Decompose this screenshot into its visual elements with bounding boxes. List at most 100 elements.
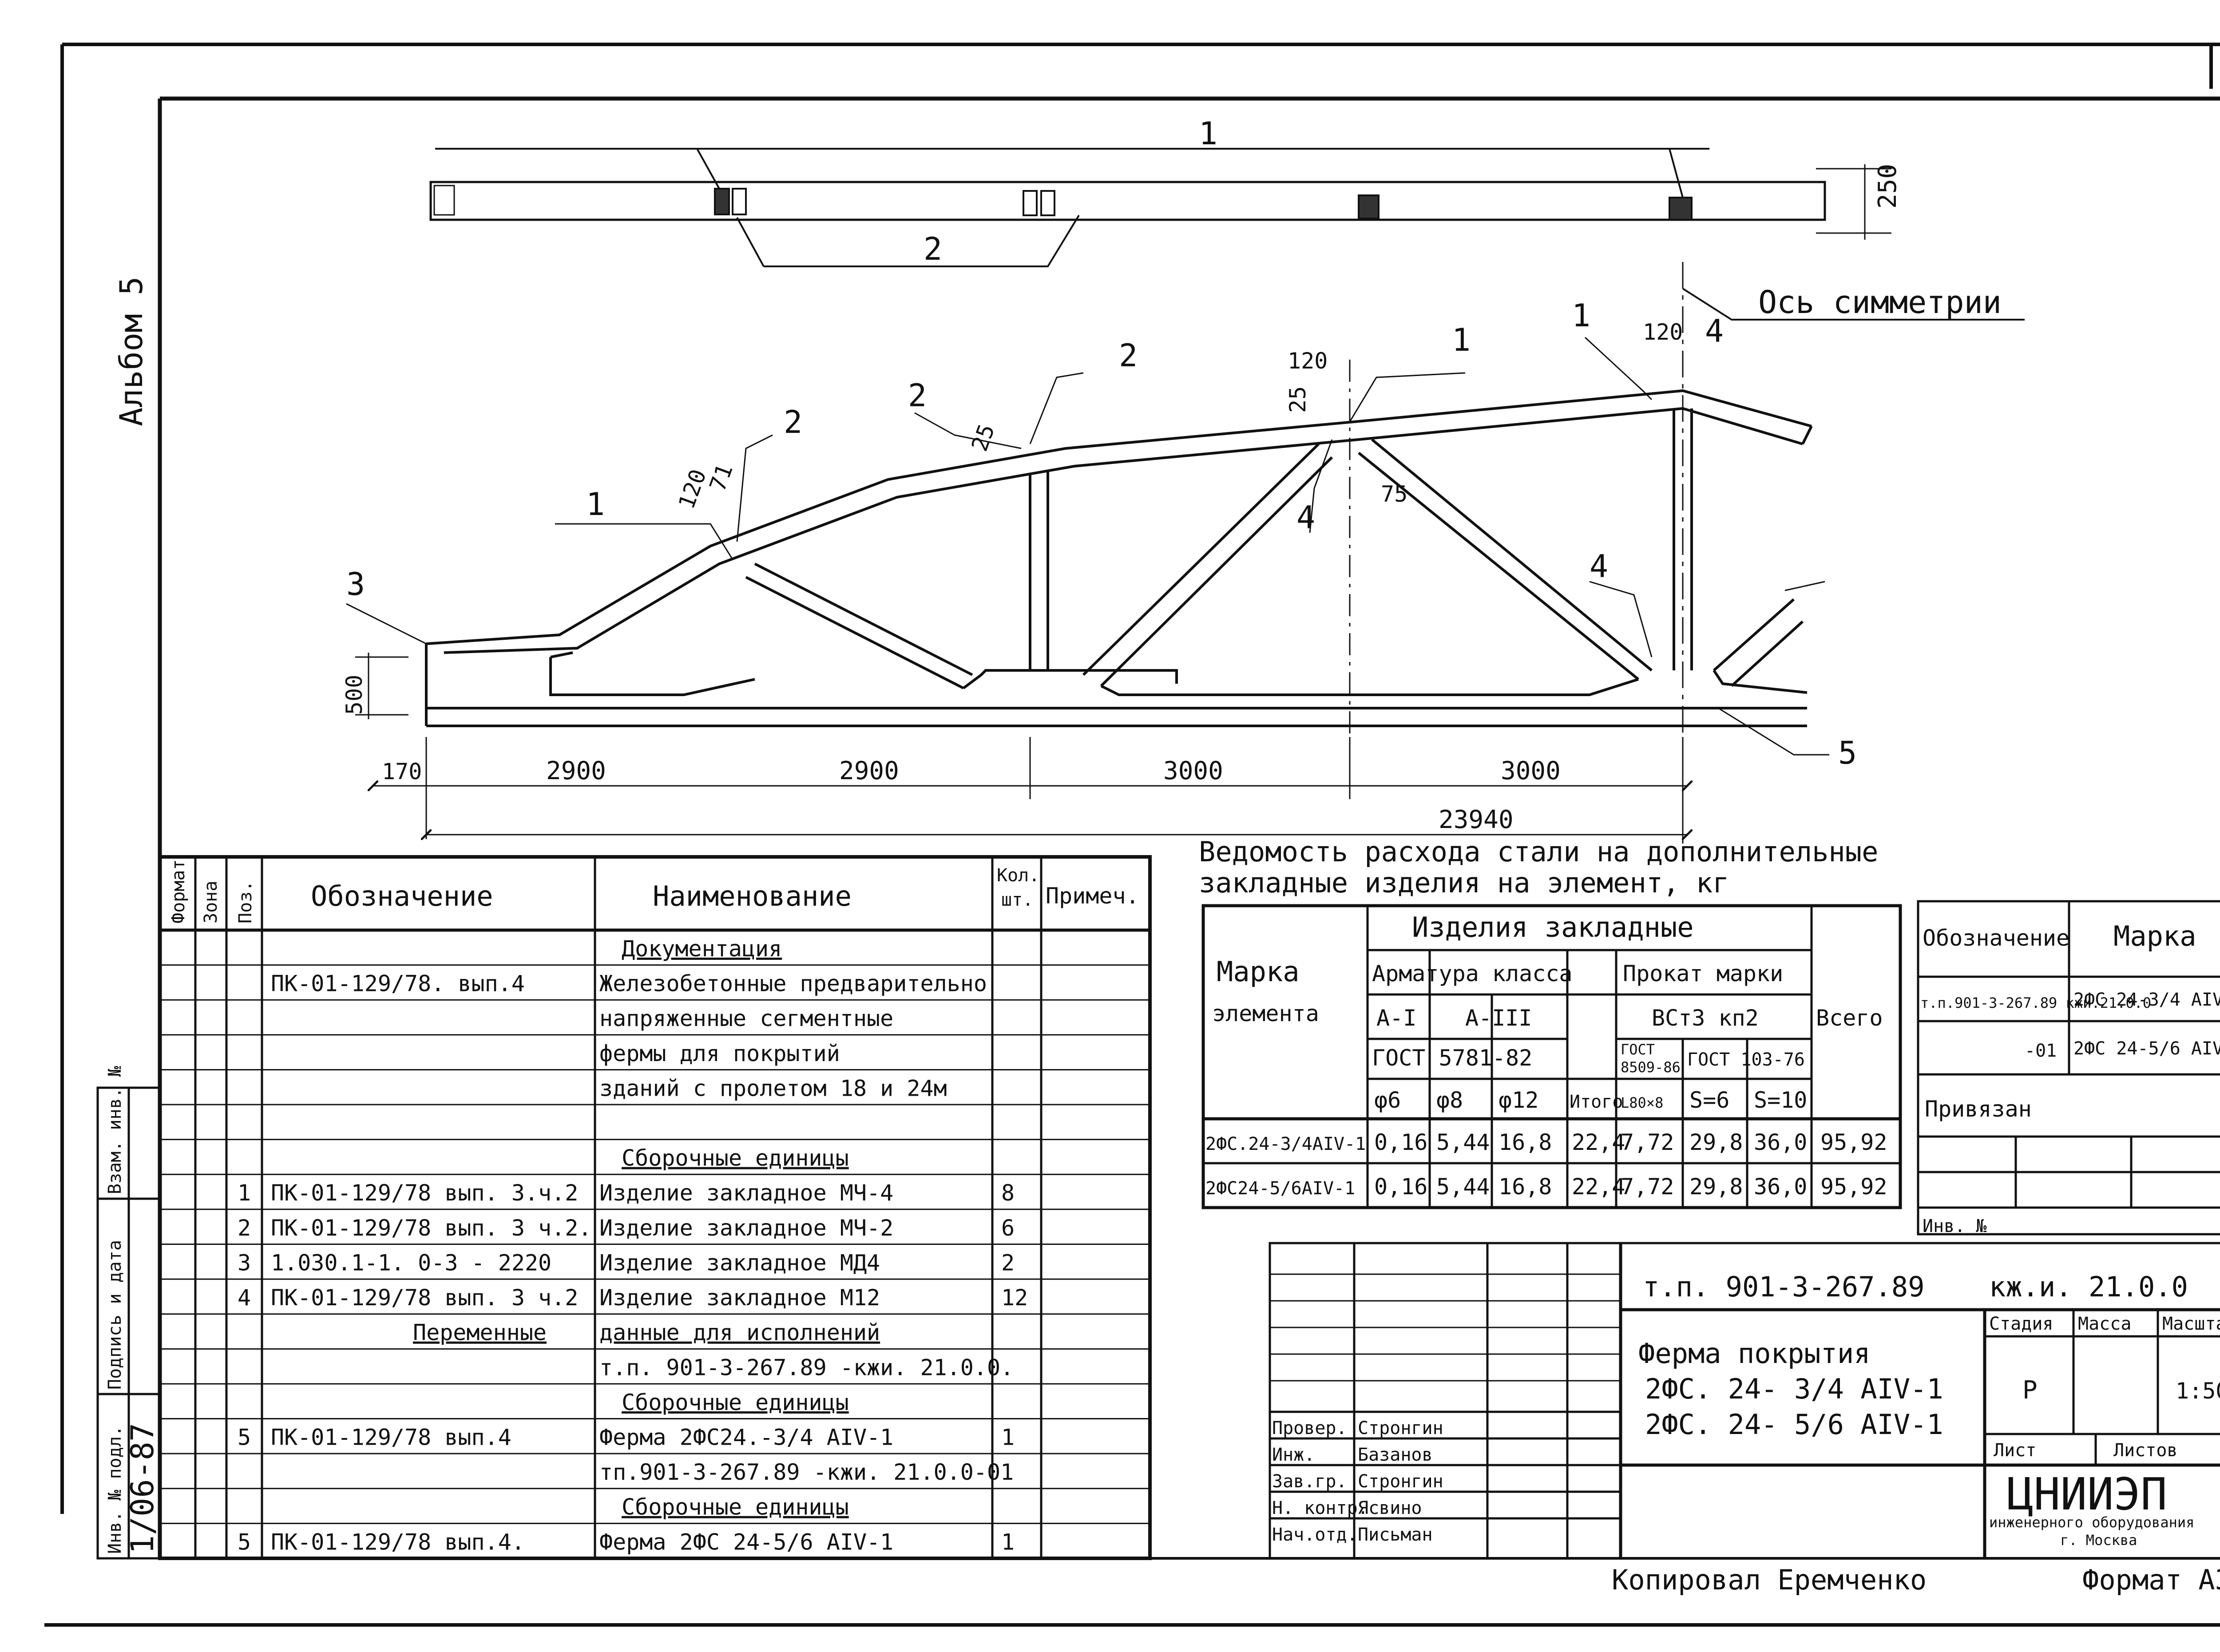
spec-row-pos: 5: [238, 1529, 251, 1555]
spec-row-pos: 5: [238, 1425, 251, 1450]
spec-row-name: зданий с пролетом 18 и 24м: [599, 1075, 947, 1101]
steel-col-head: L80×8: [1621, 1094, 1663, 1111]
truss-callout-2-c: 2: [1119, 337, 1138, 374]
steel-table-grid: [1201, 904, 1902, 1209]
album-label: Альбом 5: [113, 277, 150, 426]
truss-callout-4-mid: 4: [1296, 499, 1315, 536]
title-block-roles: Провер.СтронгинИнж.БазановЗав.гр.Стронги…: [1272, 1418, 1443, 1545]
steel-head-aiii: А-III: [1465, 1005, 1532, 1031]
copied-by: Копировал Еремченко: [1612, 1564, 1927, 1596]
spec-row-qty: 2: [1001, 1250, 1015, 1276]
side-stamp-signature-date: Подпись и дата: [105, 1240, 125, 1390]
dim-2900-b: 2900: [839, 757, 899, 785]
dim-23940: 23940: [1439, 805, 1514, 834]
title-org-3: г. Москва: [2060, 1532, 2137, 1549]
right-row1-mark: 2ФС 24-3/4 АIV-1: [2073, 990, 2220, 1010]
spec-head-qty-2: шт.: [1001, 890, 1033, 910]
spec-row-name: т.п. 901-3-267.89 -кжи. 21.0.0.: [599, 1355, 1014, 1380]
steel-row-value: 22,4: [1572, 1129, 1625, 1155]
top-plan-view: [429, 148, 1891, 267]
side-stamp-inv-original: Инв. № подл.: [105, 1426, 125, 1554]
truss-callout-1-mid: 1: [1452, 322, 1471, 358]
side-stamp: [96, 1086, 161, 1560]
spec-row-qty: 1: [1001, 1425, 1015, 1450]
steel-head-mark-1: Марка: [1217, 955, 1300, 988]
spec-row-designation: ПК-01-129/78 вып. 3.ч.2: [271, 1180, 578, 1206]
steel-row-value: 0,16: [1374, 1129, 1427, 1155]
steel-row-value: 0,16: [1374, 1174, 1427, 1200]
spec-row-name: Сборочные единицы: [622, 1390, 849, 1415]
steel-row-mark: 2ФС24-5/6АIV-1: [1205, 1178, 1355, 1199]
truss-leaders: [346, 337, 1829, 799]
title-scale: 1:50: [2176, 1378, 2220, 1404]
right-inv: Инв. №: [1923, 1216, 1987, 1236]
steel-row-value: 36,0: [1754, 1174, 1807, 1200]
dim-120-b: 120: [1288, 348, 1328, 374]
truss-callout-4-low: 4: [1590, 548, 1608, 585]
spec-row-name: Изделие закладное МЧ-2: [599, 1215, 893, 1241]
title-org-1: ЦНИИЭП: [2007, 1468, 2167, 1520]
truss-callout-2-b: 2: [908, 377, 927, 414]
steel-row-value: 16,8: [1498, 1129, 1552, 1155]
format-label: Формат А3: [2082, 1564, 2220, 1596]
title-name-2: 2ФС. 24- 3/4 АIV-1: [1645, 1373, 1943, 1405]
title-head-mass: Масса: [2078, 1314, 2131, 1334]
dim-2900-a: 2900: [546, 757, 606, 785]
steel-head-total: Всего: [1816, 1005, 1883, 1031]
dim-25-a: 25: [967, 421, 1000, 455]
steel-row-value: 22,4: [1572, 1174, 1625, 1200]
title-role: Н. контр.: [1272, 1498, 1368, 1518]
title-head-scale: Масштаб: [2162, 1314, 2220, 1334]
spec-row-qty: 1: [1001, 1529, 1015, 1555]
title-role: Инж.: [1272, 1445, 1315, 1465]
spec-row-qty: 8: [1001, 1180, 1015, 1206]
steel-row-mark: 2ФС.24-3/4АIV-1: [1205, 1134, 1366, 1154]
title-org-2: инженерного оборудования: [1989, 1514, 2194, 1531]
spec-head-qty-1: Кол.: [997, 865, 1039, 886]
steel-col-head: φ8: [1436, 1087, 1463, 1113]
steel-col-head: S=6: [1689, 1087, 1729, 1113]
steel-head-gost2-2: 8509-86: [1621, 1059, 1681, 1076]
right-row1-designation: т.п.901-3-267.89 кжи.21.0.0: [1920, 994, 2151, 1011]
spec-row-name: Изделие закладное МД4: [599, 1250, 880, 1276]
dim-3000-b: 3000: [1501, 757, 1561, 785]
steel-title-1: Ведомость расхода стали на дополнительны…: [1199, 836, 1878, 868]
steel-head-items: Изделия закладные: [1412, 911, 1694, 943]
title-person: Письман: [1358, 1525, 1433, 1545]
title-person: Ясвино: [1358, 1498, 1422, 1518]
steel-head-mark-2: элемента: [1212, 1001, 1319, 1026]
dim-71: 71: [705, 461, 738, 495]
steel-row-value: 29,8: [1689, 1174, 1743, 1200]
spec-row-pos: 3: [238, 1250, 251, 1276]
truss-callout-1-right: 1: [1572, 297, 1590, 334]
top-dim-250: 250: [1873, 164, 1902, 209]
spec-row-designation: Переменные: [413, 1320, 547, 1346]
title-sheet: Лист: [1994, 1440, 2036, 1461]
steel-row-value: 7,72: [1621, 1129, 1674, 1155]
side-stamp-replace-inv: Взам. инв. №: [105, 1066, 125, 1194]
top-callout-2: 2: [924, 231, 942, 267]
spec-row-qty: 12: [1001, 1285, 1028, 1311]
truss-elevation: [425, 389, 1825, 727]
spec-vhead-zone: Зона: [201, 881, 221, 923]
spec-row-designation: ПК-01-129/78. вып.4: [271, 971, 525, 997]
steel-row-value: 36,0: [1754, 1129, 1807, 1155]
spec-row-name: фермы для покрытий: [599, 1041, 840, 1066]
dim-25-b: 25: [1285, 386, 1311, 413]
title-person: Стронгин: [1358, 1418, 1443, 1438]
steel-row-value: 5,44: [1436, 1174, 1490, 1200]
steel-head-ai: А-I: [1376, 1005, 1416, 1031]
title-person: Стронгин: [1358, 1471, 1443, 1492]
steel-row-value: 95,92: [1820, 1129, 1887, 1155]
title-block-grid: [1269, 1242, 2220, 1558]
truss-callout-2-a: 2: [784, 404, 802, 440]
spec-row-name: Изделие закладное М12: [599, 1285, 880, 1311]
right-head-mark: Марка: [2113, 920, 2196, 952]
steel-col-head: S=10: [1754, 1087, 1807, 1113]
spec-head-note: Примеч.: [1046, 883, 1139, 909]
spec-head-name: Наименование: [653, 880, 852, 912]
